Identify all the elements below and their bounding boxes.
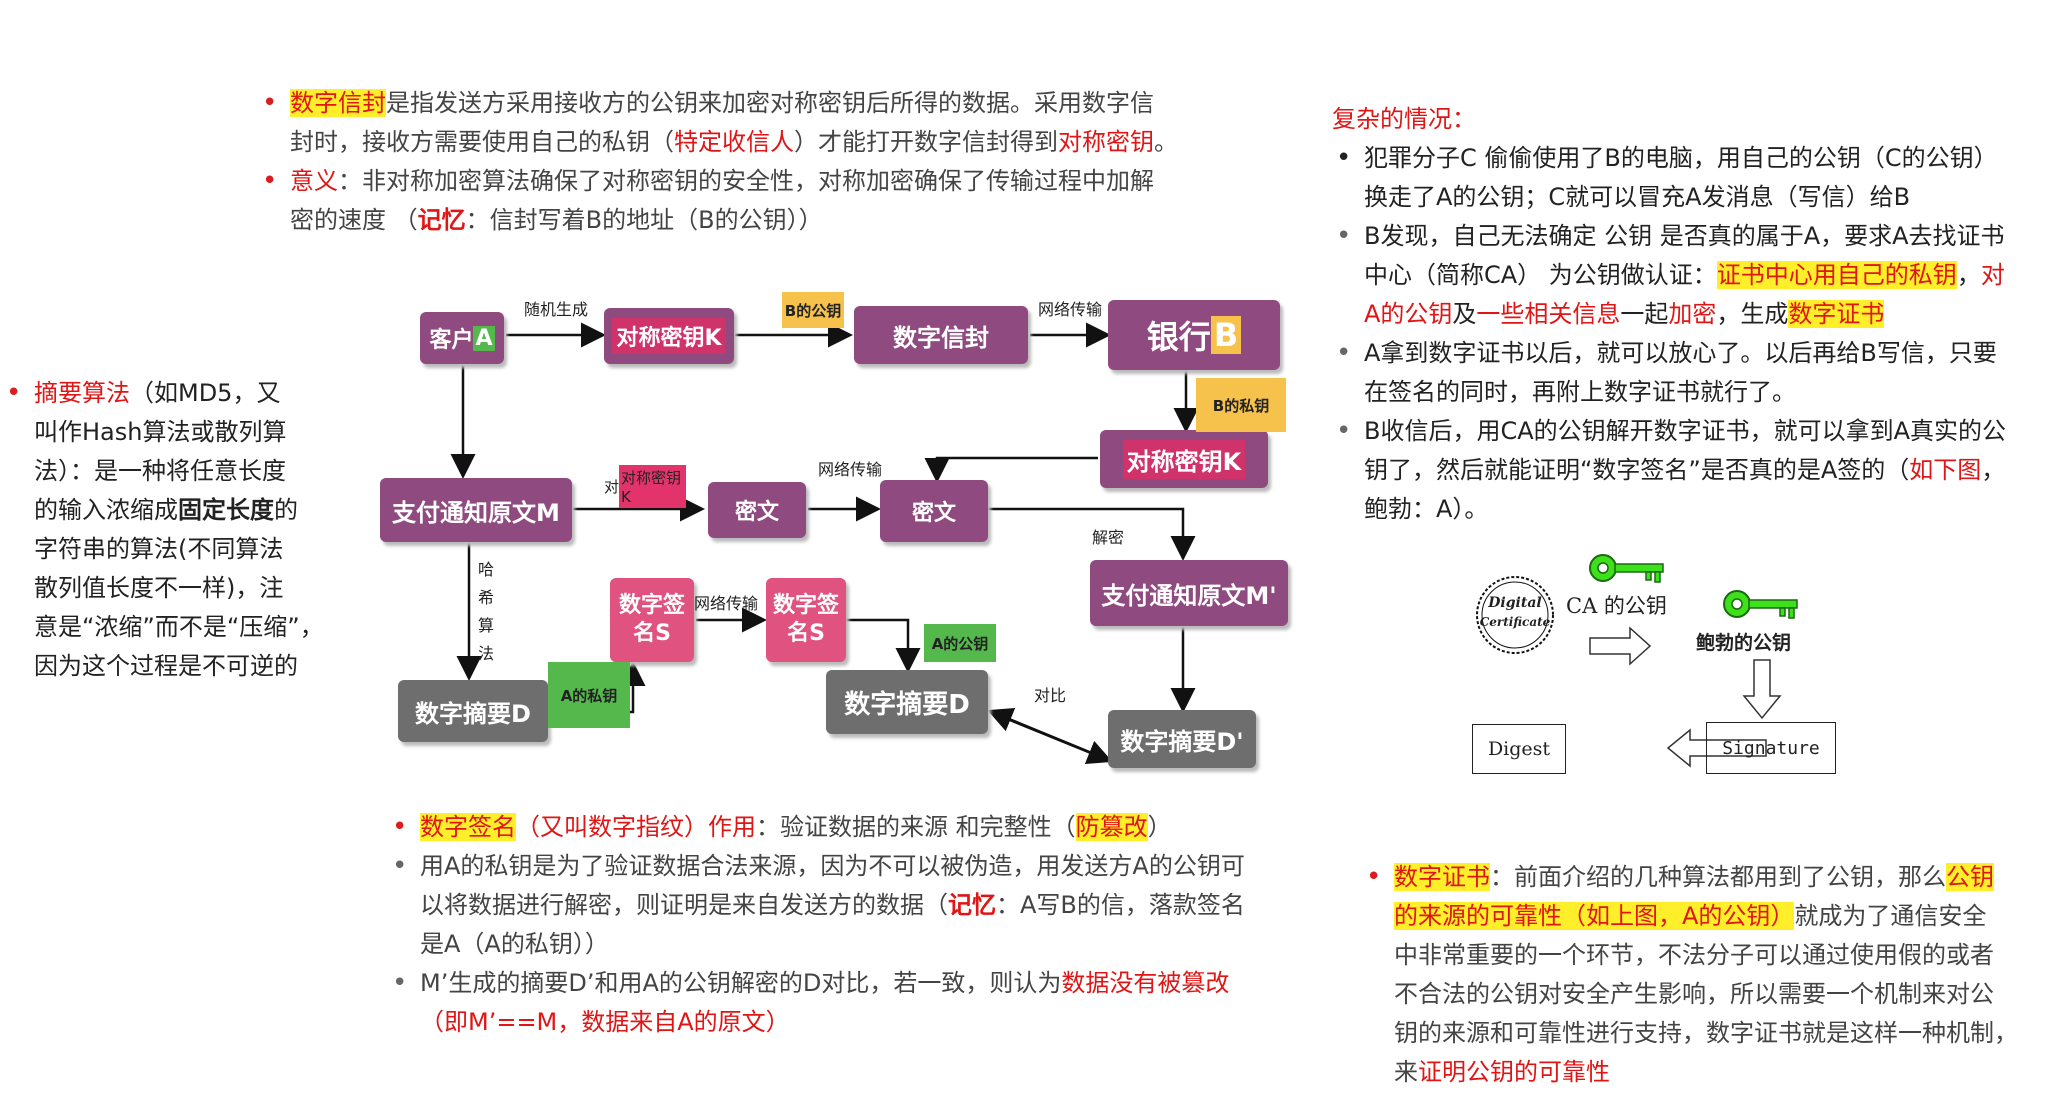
label-network-1: 网络传输 [1038, 300, 1103, 319]
label-hash-algorithm: 哈 希 算 法 [478, 560, 495, 663]
complex-case-item-1: 犯罪分子C 偷偷使用了B的电脑，用自己的公钥（C的公钥） 换走了A的公钥；C就可… [1332, 139, 2062, 217]
bob-public-key-label: 鲍勃的公钥 [1696, 632, 1792, 654]
arrow-symkey2-to-cipher2 [924, 456, 1098, 483]
tag-a-public-key: A的公钥 [924, 624, 996, 662]
arrow-cipher2-to-plaintext2 [988, 507, 1196, 561]
ca-key-icon [1589, 554, 1664, 583]
complex-case-item-2: B发现，自己无法确定 公钥 是否真的属于A，要求A去找证书 中心（简称CA） 为… [1332, 217, 2062, 334]
hollow-arrows [1589, 626, 1782, 768]
signature-box: Signature [1706, 722, 1836, 774]
label-network-3: 网络传输 [694, 594, 759, 613]
node-symmetric-key: 对称密钥K [604, 308, 734, 364]
label-decrypt: 解密 [1092, 528, 1125, 547]
node-plaintext-m: 支付通知原文M [380, 478, 572, 542]
node-signature-1: 数字签名S [610, 578, 694, 662]
node-plaintext-m-prime: 支付通知原文M' [1090, 560, 1288, 626]
node-digest-d-prime: 数字摘要D' [1108, 710, 1256, 768]
arrow-down-hollow-icon [1742, 659, 1782, 720]
node-digest-d-1: 数字摘要D [398, 680, 548, 742]
label-network-2: 网络传输 [818, 460, 883, 479]
label-compare: 对比 [1034, 686, 1067, 705]
node-cipher-2: 密文 [880, 480, 988, 542]
tag-b-private-key: B的私钥 [1196, 378, 1286, 432]
signature-notes: 数字签名（又叫数字指纹）作用：验证数据的来源 和完整性（防篡改） 用A的私钥是为… [388, 808, 1328, 1042]
certificate-seal-icon [1476, 576, 1554, 654]
node-digest-d-2: 数字摘要D [826, 670, 988, 734]
complex-case-heading: 复杂的情况： [1332, 105, 1476, 133]
term-digest-algorithm: 摘要算法 [34, 379, 130, 407]
term-digital-envelope: 数字信封 [290, 89, 386, 117]
arrow-left-hollow-icon [1666, 728, 1767, 768]
top-notes: 数字信封是指发送方采用接收方的公钥来加密对称密钥后所得的数据。采用数字信 封时，… [258, 84, 1268, 240]
tag-symmetric-key-label: 对对称密钥K [604, 464, 686, 508]
digest-algorithm-note: 摘要算法（如MD5，又 叫作Hash算法或散列算 法）：是一种将任意长度 的输入… [2, 374, 332, 686]
complex-case-item-4: B收信后，用CA的公钥解开数字证书，就可以拿到A真实的公 钥了，然后就能证明“数… [1332, 412, 2062, 529]
signature-definition: 数字签名（又叫数字指纹）作用：验证数据的来源 和完整性（防篡改） [388, 808, 1328, 847]
meaning-note: 意义：非对称加密算法确保了对称密钥的安全性，对称加密确保了传输过程中加解 密的速… [258, 162, 1268, 240]
node-digital-envelope: 数字信封 [854, 306, 1028, 364]
label-random-generate: 随机生成 [524, 300, 589, 319]
bob-key-icon [1723, 590, 1798, 619]
digital-certificate-note: 数字证书：前面介绍的几种算法都用到了公钥，那么公钥 的来源的可靠性（如上图，A的… [1362, 858, 2062, 1092]
arrow-sig2-to-digest2 [846, 618, 921, 673]
digest-box: Digest [1472, 724, 1566, 774]
node-cipher-1: 密文 [708, 482, 806, 538]
node-signature-2: 数字签名S [766, 578, 846, 662]
arrow-right-hollow-icon [1589, 626, 1652, 666]
signature-compare-note: M’生成的摘要D’和用A的公钥解密的D对比，若一致，则认为数据没有被篡改 （即M… [388, 964, 1328, 1042]
seal-text: Digital Certificate [1479, 595, 1551, 629]
complex-case-item-3: A拿到数字证书以后，就可以放心了。以后再给B写信，只要 在签名的同时，再附上数字… [1332, 334, 2062, 412]
envelope-note: 数字信封是指发送方采用接收方的公钥来加密对称密钥后所得的数据。采用数字信 封时，… [258, 84, 1268, 162]
term-digital-certificate: 数字证书 [1394, 863, 1490, 891]
ca-public-key-label: CA 的公钥 [1566, 594, 1667, 618]
term-meaning: 意义 [290, 167, 338, 195]
complex-case-notes: 复杂的情况： 犯罪分子C 偷偷使用了B的电脑，用自己的公钥（C的公钥） 换走了A… [1332, 100, 2062, 529]
tag-a-private-key: A的私钥 [548, 662, 630, 728]
certificate-figure: Digital Certificate CA 的公钥 鲍勃的公钥 Digest … [1470, 550, 1890, 780]
signature-private-key-note: 用A的私钥是为了验证数据合法来源，因为不可以被伪造，用发送方A的公钥可 以将数据… [388, 847, 1328, 964]
tag-b-public-key: B的公钥 [782, 292, 844, 328]
arrow-compare-back [999, 714, 1113, 765]
node-symmetric-key-2: 对称密钥K [1100, 430, 1268, 488]
